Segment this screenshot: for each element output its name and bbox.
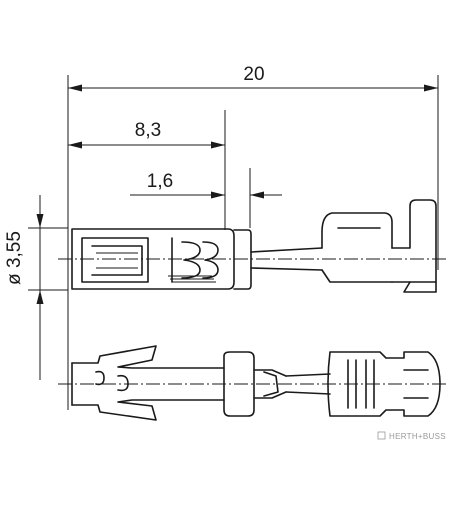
dimension-collar-width: 1,6 <box>130 171 282 199</box>
extension-lines <box>28 75 439 410</box>
dimension-label-diameter: ø 3,55 <box>4 231 25 285</box>
watermark-logo-icon <box>377 431 386 440</box>
dimension-diameter: ø 3,55 <box>4 195 44 380</box>
watermark: HERTH+BUSS <box>377 431 446 441</box>
dimension-overall-length: 20 <box>68 64 438 92</box>
side-view <box>71 199 437 293</box>
dimension-label-overall: 20 <box>243 64 264 85</box>
dimension-label-barrel: 8,3 <box>135 120 161 141</box>
dimension-barrel-length: 8,3 <box>68 120 225 149</box>
dimension-label-collar: 1,6 <box>147 171 173 192</box>
top-view <box>71 345 441 421</box>
center-lines <box>58 258 446 385</box>
watermark-text: HERTH+BUSS <box>389 432 446 441</box>
